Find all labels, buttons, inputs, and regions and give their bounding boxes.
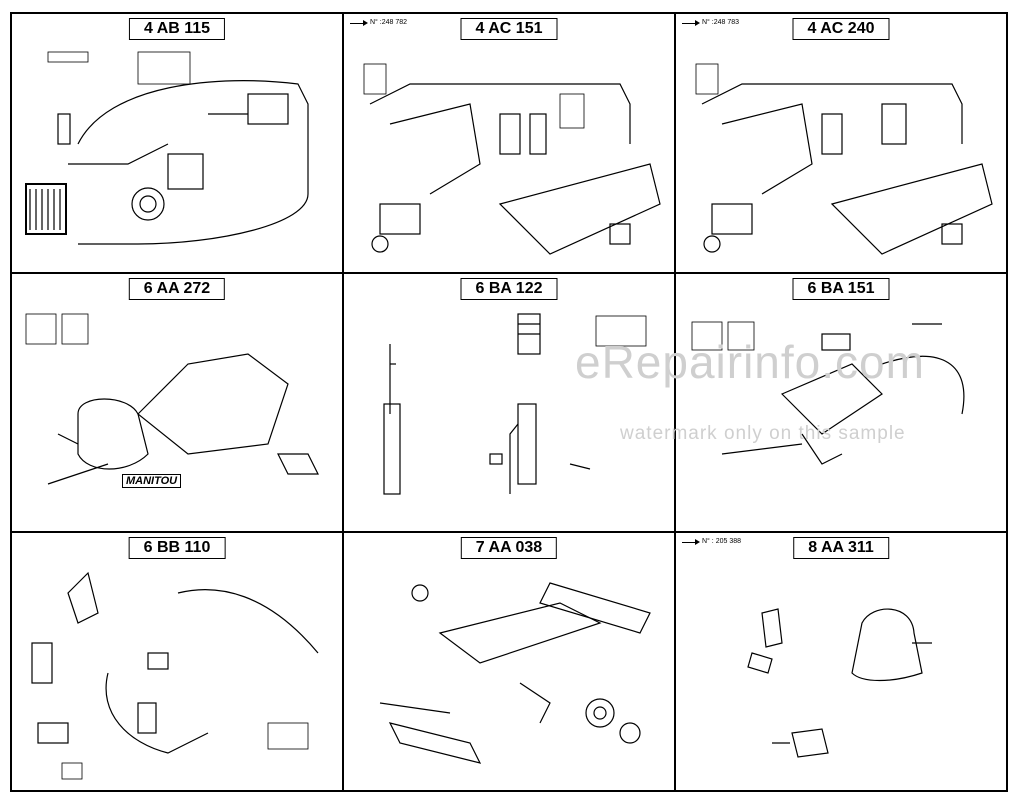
fuel-system-diagram	[682, 44, 1000, 266]
diagram-cell-7aa038: 7 AA 038	[342, 531, 676, 792]
diagram-cell-4ac151: N° :248 782 4 AC 151	[342, 12, 676, 274]
cell-title: 4 AC 240	[792, 18, 890, 40]
fuel-system-diagram	[350, 44, 668, 266]
cell-title: 4 AB 115	[128, 18, 226, 40]
serial-reference: N° :248 783	[682, 19, 739, 26]
hydraulic-circuit-diagram	[18, 44, 336, 266]
arrow-icon	[350, 19, 368, 26]
arrow-icon	[682, 19, 700, 26]
diagram-cell-4ab115: 4 AB 115	[10, 12, 344, 274]
arrow-icon	[682, 538, 700, 545]
cell-title: 8 AA 311	[793, 537, 889, 559]
axle-assembly-diagram	[350, 563, 668, 785]
diagram-cell-6aa272: 6 AA 272 MANITOU	[10, 272, 344, 533]
cell-title: 7 AA 038	[460, 537, 558, 559]
diagram-cell-4ac240: N° :248 783 4 AC 240	[674, 12, 1008, 274]
diagram-cell-6ba151: 6 BA 151	[674, 272, 1008, 533]
serial-reference: N° : 205 388	[682, 538, 741, 545]
seat-diagram	[682, 563, 1000, 785]
control-lever-diagram	[350, 304, 668, 526]
parts-diagram-grid: 4 AB 115 N° :248 782 4 AC 151	[10, 12, 1008, 792]
control-cable-diagram	[18, 563, 336, 785]
diagram-cell-8aa311: N° : 205 388 8 AA 311	[674, 531, 1008, 792]
diagram-cell-6bb110: 6 BB 110	[10, 531, 344, 792]
chassis-diagram	[18, 304, 336, 526]
diagram-cell-6ba122: 6 BA 122	[342, 272, 676, 533]
cell-title: 6 BA 151	[792, 278, 890, 300]
serial-reference: N° :248 782	[350, 19, 407, 26]
cell-title: 4 AC 151	[460, 18, 558, 40]
cell-title: 6 BB 110	[128, 537, 226, 559]
pedal-assembly-diagram	[682, 304, 1000, 526]
cell-title: 6 BA 122	[460, 278, 558, 300]
brand-label: MANITOU	[122, 474, 182, 488]
cell-title: 6 AA 272	[128, 278, 226, 300]
